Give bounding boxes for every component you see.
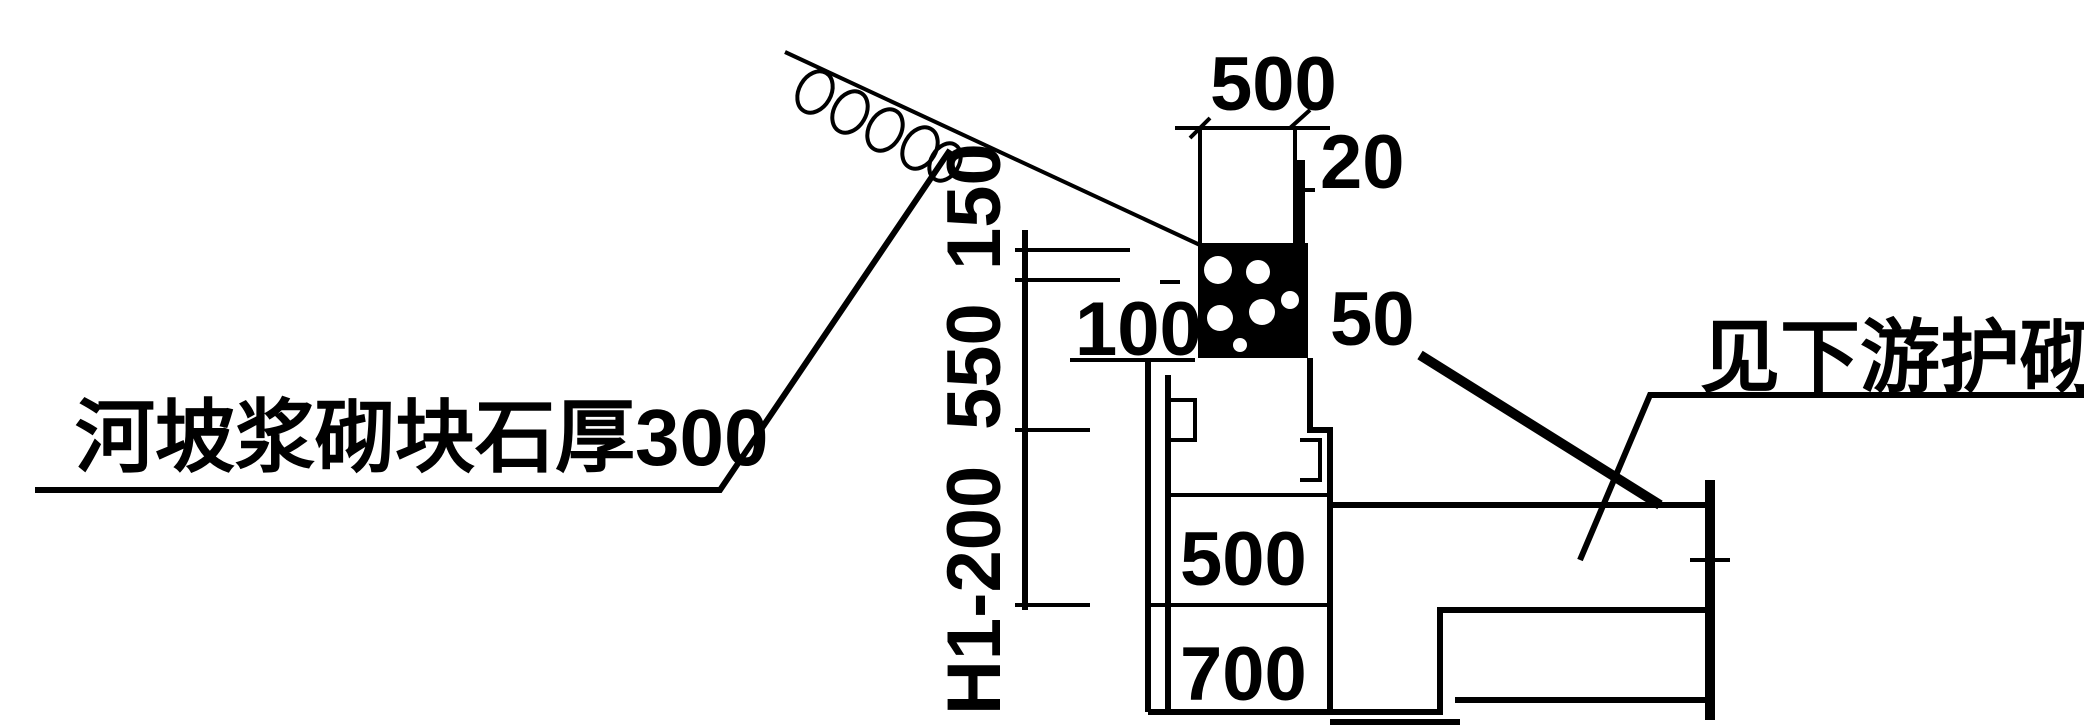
left-dimension-chain [1015,230,1195,610]
dim-right-offset: 50 [1330,277,1415,362]
downstream-apron [1330,480,1730,725]
downstream-leader [1577,392,2084,562]
slope-line [784,50,1201,247]
downstream-note: 见下游护砌 [1700,313,2084,402]
dim-left-offset: 100 [1075,287,1202,372]
slope-note: 河坡浆砌块石厚300 [75,393,768,482]
dim-base-width: 700 [1180,632,1307,717]
dim-wall-height: 550 [932,303,1017,430]
arrow-to-apron [1417,350,1663,510]
dim-lower-height: H1-200 [932,466,1017,715]
dim-top-offset: 20 [1320,120,1405,205]
dim-cap-height: 150 [932,143,1017,270]
dim-top-width: 500 [1210,42,1337,127]
dim-wall-width: 500 [1180,517,1307,602]
top-dimension [1175,108,1330,250]
riprap-stones [795,69,963,183]
ground-line-left [35,148,953,493]
concrete-cap [1198,243,1308,358]
retaining-wall [1145,358,1340,715]
